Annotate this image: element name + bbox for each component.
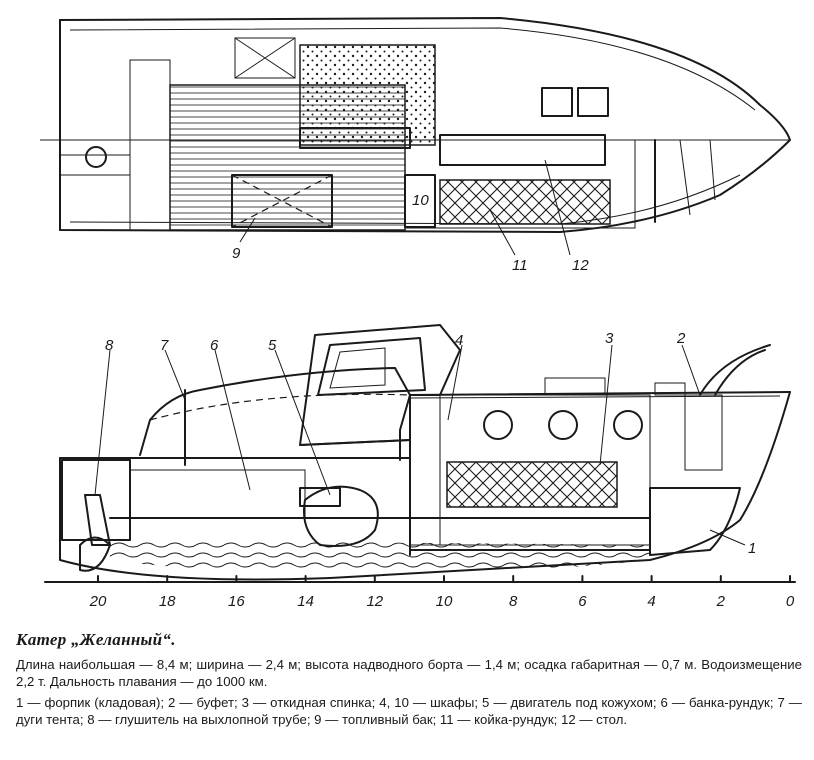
side-label-7: 7 — [160, 337, 169, 354]
scale-tick-label: 20 — [89, 593, 107, 610]
plan-label-12: 12 — [572, 257, 589, 274]
side-porthole-3 — [613, 410, 643, 440]
scale-tick-label: 4 — [647, 593, 655, 610]
scale-tick-label: 8 — [509, 593, 518, 610]
scale-tick-label: 14 — [297, 593, 314, 610]
plan-label-11: 11 — [512, 257, 528, 274]
side-tent — [139, 367, 411, 461]
side-bow-rail — [699, 344, 771, 396]
side-buffet-2 — [684, 394, 723, 471]
caption-legend: 1 — форпик (кладовая); 2 — буфет; 3 — от… — [16, 695, 802, 727]
side-label-8: 8 — [105, 337, 114, 354]
side-folding-backrest-3 — [446, 461, 618, 508]
side-label-2: 2 — [676, 330, 686, 347]
scale-tick-label: 0 — [786, 593, 795, 610]
plan-fuel-tank — [231, 174, 333, 228]
side-label-6: 6 — [210, 337, 219, 354]
side-label-1: 1 — [748, 540, 756, 557]
boat-drawing: 10 9 11 12 — [40, 17, 796, 610]
caption-specifications: Длина наибольшая — 8,4 м; ширина — 2,4 м… — [16, 657, 802, 689]
scale-tick-label: 10 — [436, 593, 453, 610]
plan-locker-10 — [404, 174, 436, 228]
plan-view: 10 9 11 12 — [40, 17, 791, 274]
side-porthole-2 — [548, 410, 578, 440]
plan-table-12 — [439, 134, 606, 166]
scale-tick-label: 2 — [716, 593, 726, 610]
side-muffler-8 — [61, 459, 131, 541]
figure-caption: Катер „Желанный“. Длина наибольшая — 8,4… — [16, 630, 802, 732]
plan-rudder-post — [85, 146, 107, 168]
plan-engine-box — [299, 44, 436, 146]
side-water-hatching — [110, 540, 650, 572]
scale-tick-label: 18 — [159, 593, 176, 610]
side-view: 8 7 6 5 4 3 2 1 — [59, 324, 791, 581]
plan-berth-11 — [439, 179, 611, 225]
plan-label-10: 10 — [412, 192, 429, 209]
side-propeller — [79, 536, 111, 572]
side-engine-5 — [303, 485, 379, 547]
side-label-3: 3 — [605, 330, 614, 347]
side-label-5: 5 — [268, 337, 277, 354]
side-sheer-line — [409, 395, 781, 399]
side-forepeak-1 — [649, 487, 741, 556]
scale-tick-label: 16 — [228, 593, 245, 610]
side-bench-locker-6 — [129, 469, 306, 519]
side-label-4: 4 — [455, 332, 463, 349]
scale-tick-label: 6 — [578, 593, 587, 610]
side-porthole-1 — [483, 410, 513, 440]
caption-title: Катер „Желанный“. — [16, 630, 176, 649]
scale-tick-label: 12 — [366, 593, 383, 610]
plan-label-9: 9 — [232, 245, 241, 262]
